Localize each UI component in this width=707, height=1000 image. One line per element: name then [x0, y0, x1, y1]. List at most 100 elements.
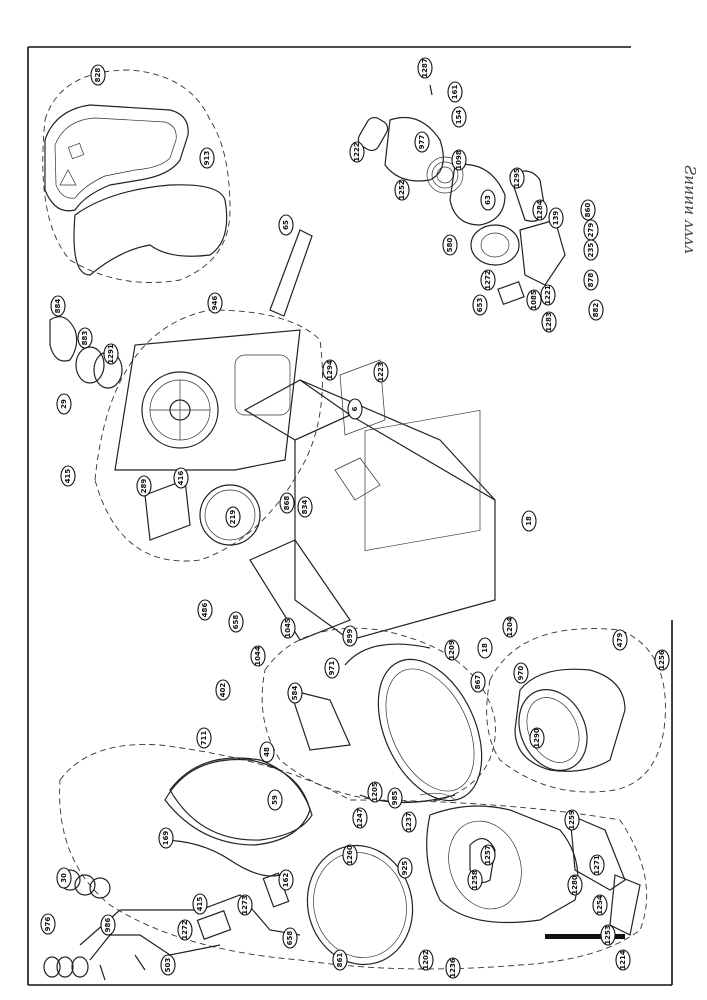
callout-861: 861	[332, 949, 348, 971]
callout-711: 711	[196, 727, 212, 749]
callout-486: 486	[197, 599, 213, 621]
callout-65: 65	[278, 214, 294, 236]
callout-number: 1205	[371, 782, 379, 802]
callout-number: 1247	[356, 808, 364, 828]
callout-number: 899	[346, 629, 354, 644]
callout-416: 416	[173, 467, 189, 489]
callout-number: 1223	[377, 362, 385, 382]
callout-number: 1098	[455, 150, 463, 170]
callout-number: 913	[203, 151, 211, 166]
callout-235: 235	[583, 239, 599, 261]
callout-1272: 1272	[177, 919, 193, 941]
callout-number: 1284	[536, 200, 544, 220]
callout-number: 59	[271, 795, 279, 805]
callout-number: 415	[196, 897, 204, 912]
callout-number: 161	[451, 85, 459, 100]
callout-number: 878	[587, 273, 595, 288]
callout-584: 584	[287, 682, 303, 704]
callout-number: 48	[263, 747, 271, 757]
callout-number: 1257	[484, 845, 492, 865]
callout-number: 1221	[544, 285, 552, 305]
callout-415: 415	[60, 465, 76, 487]
callout-number: 1222	[353, 142, 361, 162]
svg-text:Ƨͷͷͷͷ ᴧᴧᴧᴧ: Ƨͷͷͷͷ ᴧᴧᴧᴧ	[681, 165, 699, 254]
callout-number: 139	[552, 211, 560, 226]
margin-handwriting: Ƨͷͷͷͷ ᴧᴧᴧᴧ	[681, 165, 699, 254]
callout-1257: 1257	[480, 844, 496, 866]
callout-number: 976	[44, 917, 52, 932]
callout-number: 486	[201, 603, 209, 618]
callout-658: 658	[228, 611, 244, 633]
callout-number: 18	[481, 643, 489, 653]
page-frame	[27, 46, 673, 986]
callout-number: 1290	[533, 728, 541, 748]
callout-154: 154	[451, 106, 467, 128]
callout-number: 169	[162, 831, 170, 846]
callout-1222: 1222	[349, 141, 365, 163]
rear-duct	[269, 229, 313, 317]
callout-828: 828	[90, 64, 106, 86]
callout-number: 977	[418, 135, 426, 150]
callout-number: 658	[232, 615, 240, 630]
callout-1259: 1259	[564, 809, 580, 831]
callout-1209: 1209	[444, 639, 460, 661]
drum	[261, 627, 496, 804]
callout-number: 503	[164, 958, 172, 973]
callout-415: 415	[192, 893, 208, 915]
callout-number: 1256	[658, 650, 666, 670]
callout-1295: 1295	[509, 167, 525, 189]
callout-number: 402	[219, 683, 227, 698]
callout-867: 867	[470, 671, 486, 693]
callout-883: 883	[77, 327, 93, 349]
drum-felt-seal	[169, 757, 313, 841]
callout-number: 1295	[513, 168, 521, 188]
callout-number: 415	[64, 469, 72, 484]
callout-number: 1294	[326, 360, 334, 380]
callout-number: 1044	[254, 646, 262, 666]
callout-number: 1273	[241, 895, 249, 915]
callout-1256: 1256	[654, 649, 670, 671]
callout-1098: 1098	[451, 149, 467, 171]
callout-18: 18	[477, 637, 493, 659]
callout-30: 30	[56, 867, 72, 889]
motor-blower-assembly	[357, 84, 566, 306]
callout-503: 503	[160, 954, 176, 976]
callout-985: 985	[387, 787, 403, 809]
callout-977: 977	[414, 131, 430, 153]
callout-number: 154	[455, 110, 463, 125]
callout-number: 1209	[448, 640, 456, 660]
callout-1253: 1253	[600, 924, 616, 946]
callout-number: 1202	[422, 950, 430, 970]
callout-number: 416	[177, 471, 185, 486]
callout-number: 1287	[421, 58, 429, 78]
callout-1204: 1204	[502, 616, 518, 638]
callout-1205: 1205	[367, 781, 383, 803]
callout-29: 29	[56, 393, 72, 415]
callout-number: 658	[286, 931, 294, 946]
callout-number: 971	[328, 661, 336, 676]
callout-number: 883	[81, 331, 89, 346]
callout-219: 219	[225, 506, 241, 528]
callout-number: 986	[104, 918, 112, 933]
callout-986: 986	[100, 914, 116, 936]
callout-1214: 1214	[615, 949, 631, 971]
callout-number: 1254	[596, 895, 604, 915]
callout-1254: 1254	[592, 894, 608, 916]
callout-1202: 1202	[418, 949, 434, 971]
callout-number: 30	[60, 873, 68, 883]
callout-976: 976	[40, 913, 56, 935]
callout-number: 985	[391, 791, 399, 806]
callout-number: 580	[446, 238, 454, 253]
callout-number: 653	[476, 298, 484, 313]
wiring-harness	[43, 839, 301, 981]
callout-1045: 1045	[280, 617, 296, 639]
callout-number: 1259	[568, 810, 576, 830]
callout-878: 878	[583, 269, 599, 291]
callout-1044: 1044	[250, 645, 266, 667]
callout-860: 860	[580, 199, 596, 221]
callout-number: 1085	[530, 290, 538, 310]
callout-946: 946	[207, 292, 223, 314]
callout-number: 584	[291, 686, 299, 701]
callout-number: 1258	[471, 870, 479, 890]
callout-1272: 1272	[480, 269, 496, 291]
